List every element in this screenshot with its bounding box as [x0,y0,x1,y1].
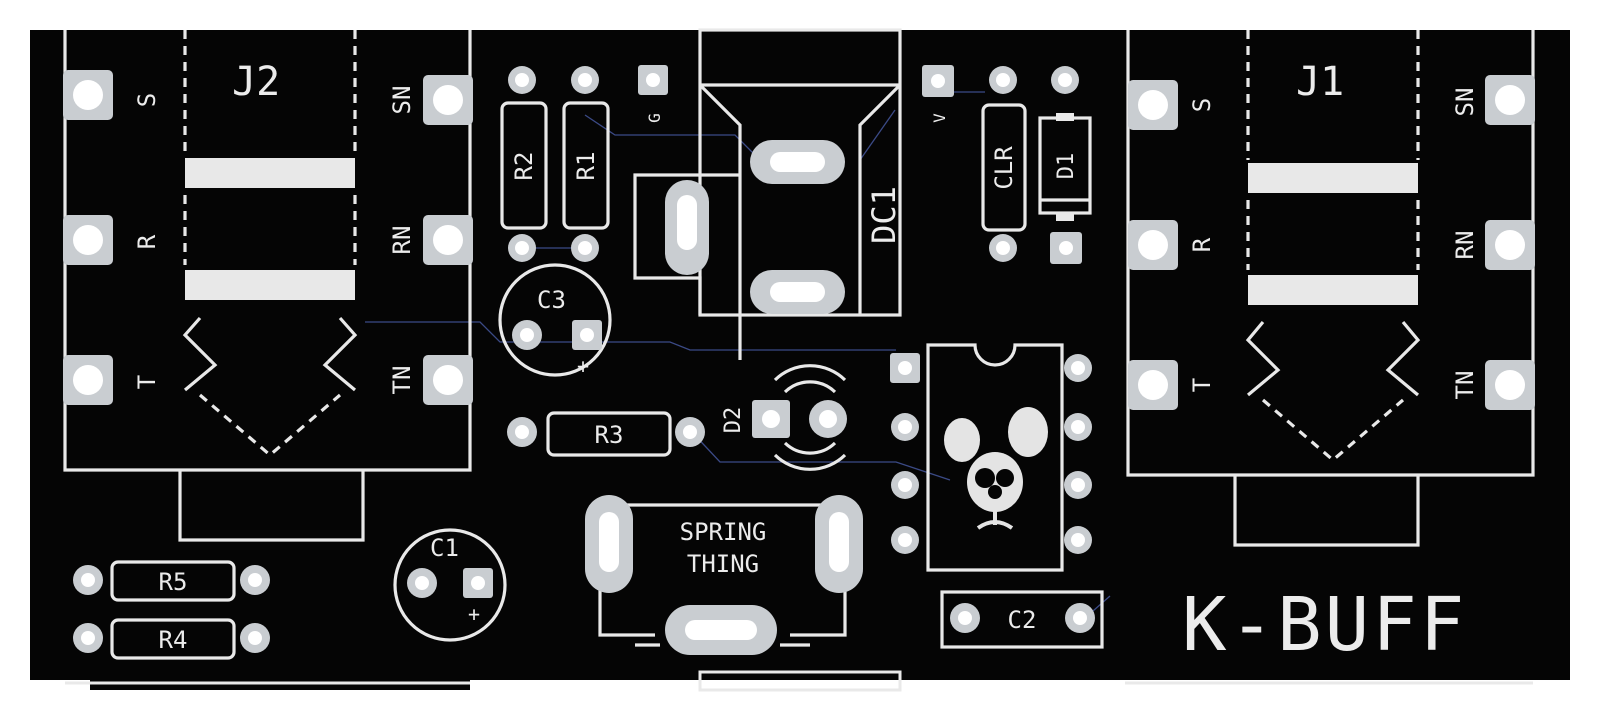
c3-label: C3 [537,286,566,314]
c2-label: C2 [1008,606,1037,634]
clr-label: CLR [990,146,1018,190]
j2-ref-label: J2 [232,59,280,105]
board-edge-notch [90,680,470,690]
j2-pad-t [63,355,113,405]
j1-ref-label: J1 [1296,59,1344,105]
j1-label-r: R [1188,237,1216,252]
j1-pad-tn [1485,360,1535,410]
capacitor-c1: C1 + [393,528,507,642]
dc-jack-dc1: DC1 [633,28,903,360]
c1-plus-label: + [468,602,480,626]
d1-label: D1 [1054,153,1079,180]
pad-top-right-d1 [1051,66,1079,94]
j2-pad-rn [423,215,473,265]
resistor-r2: R2 [500,66,548,262]
d2-label: D2 [721,407,746,434]
j2-label-s: S [133,93,161,107]
j1-bar-upper [1248,163,1418,193]
board-title: K-BUFF [1182,582,1467,668]
board-substrate [30,30,1570,680]
r2-label: R2 [510,152,538,181]
ic-dip8 [890,343,1092,572]
j1-label-rn: RN [1451,231,1479,260]
j2-label-t: T [133,375,161,389]
v-label: V [930,113,949,123]
j1-label-sn: SN [1451,88,1479,117]
j2-label-r: R [133,234,161,249]
bottom-tab [698,670,902,692]
r4-label: R4 [159,626,188,654]
diode-d1: D1 [1038,113,1092,264]
resistor-r1: R1 [562,66,610,262]
resistor-r5: R5 [73,560,270,602]
resistor-r4: R4 [73,618,270,660]
c3-plus-label: + [577,354,589,378]
g-label: G [645,113,664,123]
j2-label-rn: RN [388,226,416,255]
j2-bar-lower [185,270,355,300]
dc1-label: DC1 [865,186,903,244]
capacitor-c3: C3 + [498,263,612,378]
j1-pad-t [1128,360,1178,410]
j1-pad-r [1128,220,1178,270]
r3-label: R3 [595,421,624,449]
j2-label-sn: SN [388,86,416,115]
j1-bar-lower [1248,275,1418,305]
j2-label-tn: TN [388,366,416,395]
led-d2: D2 [721,364,847,471]
footswitch-label-line1: SPRING [680,518,767,546]
j1-label-t: T [1188,378,1216,392]
footswitch-spring-thing: SPRING THING [585,495,863,655]
footswitch-label-line2: THING [687,550,759,578]
j1-label-s: S [1188,98,1216,112]
j2-pad-tn [423,355,473,405]
capacitor-c2: C2 [940,590,1104,649]
r5-label: R5 [159,568,188,596]
j2-bar-upper [185,158,355,188]
j1-pad-s [1128,80,1178,130]
jack-j2: J2 S R T SN RN TN [63,30,473,542]
c1-label: C1 [430,534,459,562]
resistor-clr: CLR V [922,65,1027,262]
pad-g: G [638,65,668,123]
j1-pad-sn [1485,75,1535,125]
jack-j1: J1 S R T SN RN TN [1126,30,1535,547]
j2-pad-s [63,70,113,120]
j1-label-tn: TN [1451,371,1479,400]
j2-pad-r [63,215,113,265]
j2-pad-sn [423,75,473,125]
j1-pad-rn [1485,220,1535,270]
resistor-r3: R3 [507,411,705,457]
r1-label: R1 [572,152,600,181]
mascot-logo-icon [944,407,1048,530]
